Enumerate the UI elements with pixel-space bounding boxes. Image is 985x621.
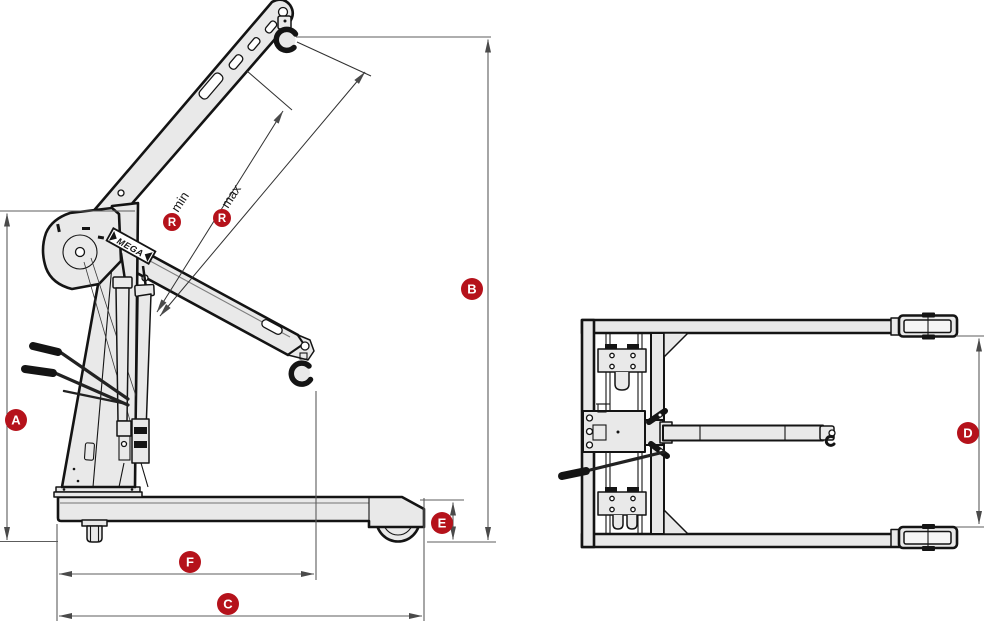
frame-leg-top bbox=[580, 318, 904, 335]
badge-circle-e bbox=[431, 512, 453, 534]
dim-label-rmax: R max bbox=[213, 181, 244, 227]
dim-rmax-extension bbox=[296, 41, 372, 77]
front-caster bbox=[81, 519, 108, 543]
dimension-lines bbox=[0, 36, 984, 621]
gusset-top bbox=[663, 332, 689, 358]
top-hook bbox=[273, 15, 299, 54]
pump-unit bbox=[116, 418, 150, 488]
pump-handle-top-view bbox=[558, 450, 666, 480]
top-view-wheel-upper bbox=[890, 312, 959, 340]
base-beam-details bbox=[60, 497, 370, 521]
top-view bbox=[558, 312, 959, 551]
boom-top-view bbox=[644, 419, 836, 447]
dim-label-a: A bbox=[5, 409, 27, 431]
dim-label-d: D bbox=[957, 422, 979, 444]
badge-circle-rmin bbox=[163, 213, 181, 231]
gusset-bottom bbox=[663, 509, 689, 535]
dim-label-e: E bbox=[431, 512, 453, 534]
upper-leg-mount bbox=[597, 344, 647, 391]
mast-flange bbox=[53, 486, 143, 498]
badge-letter-e: E bbox=[438, 516, 447, 531]
badge-letter-a: A bbox=[11, 413, 21, 428]
badge-circle-b bbox=[461, 278, 483, 300]
side-view: MEGA bbox=[21, 0, 426, 543]
badge-letter-c: C bbox=[223, 597, 233, 612]
bottom-hook bbox=[288, 360, 314, 387]
boom-lowered-slot bbox=[261, 319, 283, 335]
hydraulic-cylinders bbox=[112, 252, 155, 432]
badge-circle-c bbox=[217, 593, 239, 615]
pump-block-top bbox=[582, 403, 646, 453]
dim-label-rmin: R min bbox=[163, 189, 192, 231]
boom-tip-hole bbox=[277, 6, 289, 18]
boom-lowered-tip bbox=[287, 334, 315, 361]
badge-letter-rmin: R bbox=[168, 217, 177, 229]
badge-circle-a bbox=[5, 409, 27, 431]
badge-circle-f bbox=[179, 551, 201, 573]
dimension-badges: A B C D E F R min R max bbox=[5, 181, 979, 615]
frame-leg-bottom bbox=[580, 532, 904, 549]
dim-rmin-extension bbox=[246, 70, 293, 111]
rmax-suffix-text: max bbox=[218, 181, 244, 210]
pump-handles bbox=[21, 342, 130, 407]
boom-raised-slots bbox=[198, 20, 278, 100]
badge-circle-rmax bbox=[213, 209, 231, 227]
badge-letter-rmax: R bbox=[218, 213, 227, 225]
badge-circle-d bbox=[957, 422, 979, 444]
rmin-suffix-text: min bbox=[168, 189, 192, 215]
top-view-wheel-lower bbox=[890, 524, 959, 551]
pivot-head-details bbox=[56, 223, 149, 282]
dim-rmax-line bbox=[159, 71, 366, 317]
badge-letter-f: F bbox=[186, 555, 194, 570]
dim-label-c: C bbox=[217, 593, 239, 615]
dim-label-b: B bbox=[461, 278, 483, 300]
lower-leg-mount bbox=[597, 487, 647, 530]
badge-letter-d: D bbox=[963, 426, 972, 441]
badge-letter-b: B bbox=[467, 282, 476, 297]
dim-label-f: F bbox=[179, 551, 201, 573]
cylinder-top-pin bbox=[117, 189, 125, 197]
